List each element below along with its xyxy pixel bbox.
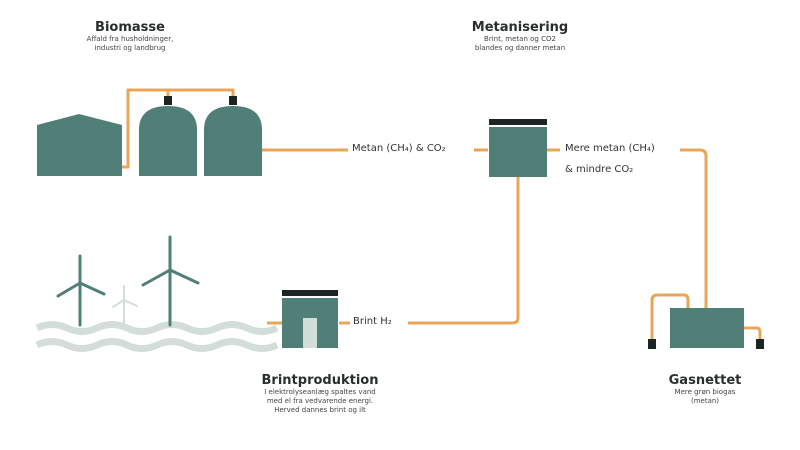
gas-outlet-right: [756, 339, 764, 349]
digester-tank-1: [139, 106, 197, 176]
brintproduktion-desc-3: Herved dannes brint og ilt: [274, 406, 366, 414]
flow-label-mere-metan: Mere metan (CH₄): [565, 143, 655, 154]
digester-valve-2: [229, 96, 237, 105]
brintproduktion-title: Brintproduktion: [261, 373, 379, 388]
wind-turbine-2: [112, 285, 138, 326]
pipe-gas-right: [743, 326, 762, 340]
brintproduktion-desc-2: med el fra vedvarende energi.: [266, 397, 374, 405]
metanisering-title: Metanisering: [471, 20, 569, 35]
digester-tank-2: [204, 106, 262, 176]
wave-lower: [35, 338, 279, 352]
methanation-reactor: [489, 127, 547, 177]
biomasse-desc-2: industri og landbrug: [94, 44, 166, 52]
flow-label-mindre-co2: & mindre CO₂: [565, 164, 634, 175]
electrolysis-door: [303, 318, 317, 348]
methanation-cap: [489, 119, 547, 125]
wind-turbine-3: [141, 235, 200, 327]
metanisering-desc-1: Brint, metan og CO2: [484, 35, 556, 43]
pipe-metan-to-brint: [408, 177, 520, 325]
gasnettet-desc-2: (metan): [690, 397, 720, 405]
flow-label-metan-co2: Metan (CH₄) & CO₂: [352, 143, 446, 154]
biomasse-block: Biomasse Affald fra husholdninger, indus…: [60, 20, 200, 53]
pipe-shed-to-digesters: [122, 88, 235, 169]
wind-turbine-1: [56, 254, 106, 327]
pipe-gas-loop: [650, 293, 690, 340]
wave-upper: [35, 321, 279, 335]
metanisering-desc-2: blandes og danner metan: [474, 44, 566, 52]
flow-label-brint: Brint H₂: [353, 316, 392, 327]
electrolysis-roof: [282, 290, 338, 296]
pipe-mere-metan-right: [680, 148, 708, 310]
gasnettet-block: Gasnettet Mere grøn biogas (metan): [650, 373, 760, 406]
gas-grid-tank: [670, 308, 744, 348]
biomass-shed: [37, 114, 122, 176]
biomasse-desc-1: Affald fra husholdninger,: [86, 35, 174, 43]
digester-valve-1: [164, 96, 172, 105]
gas-outlet-left: [648, 339, 656, 349]
metanisering-block: Metanisering Brint, metan og CO2 blandes…: [450, 20, 590, 53]
gasnettet-desc-1: Mere grøn biogas: [674, 388, 736, 396]
biomasse-title: Biomasse: [95, 20, 165, 35]
brintproduktion-desc-1: I elektrolyseanlæg spaltes vand: [264, 388, 376, 396]
brintproduktion-block: Brintproduktion I elektrolyseanlæg spalt…: [240, 373, 400, 415]
gasnettet-title: Gasnettet: [668, 373, 742, 388]
